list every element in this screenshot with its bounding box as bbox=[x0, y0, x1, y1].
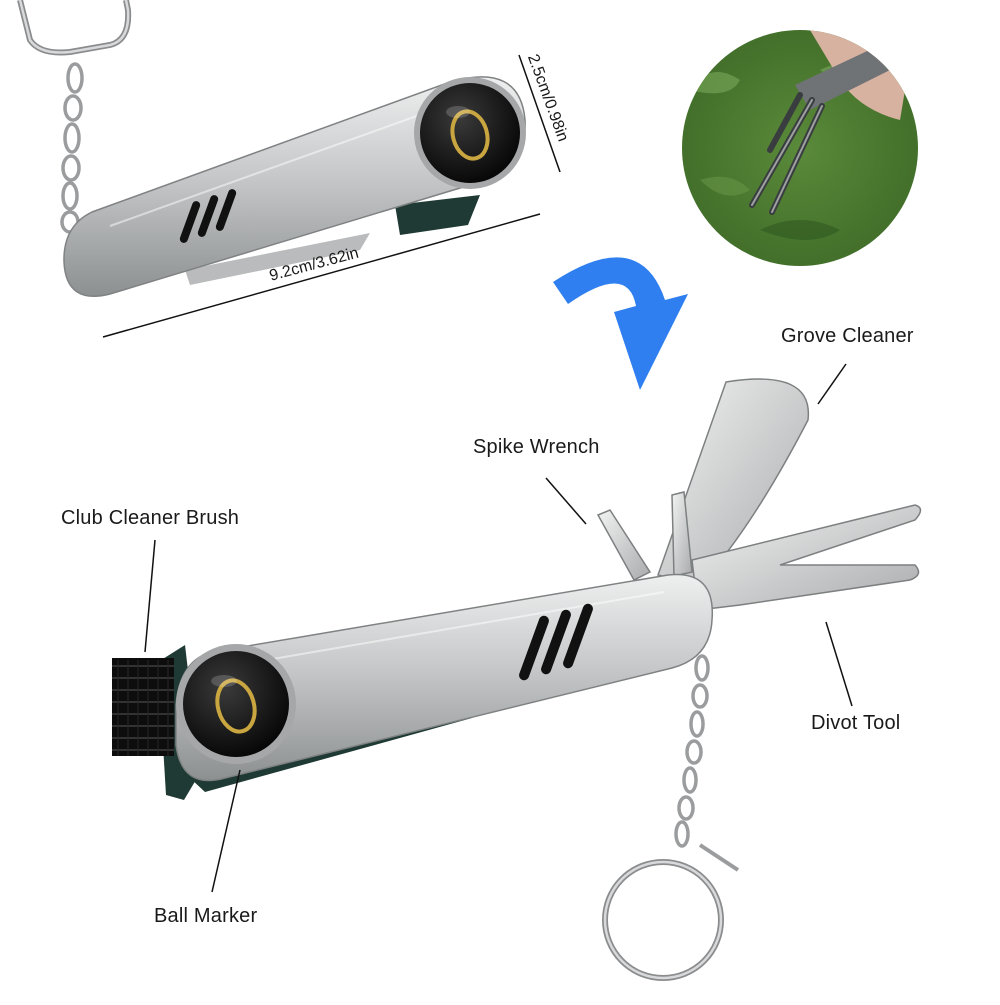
closed-tool bbox=[63, 76, 526, 297]
label-divot-tool: Divot Tool bbox=[811, 712, 901, 734]
label-spike-wrench: Spike Wrench bbox=[473, 436, 600, 458]
top-keychain bbox=[17, 0, 132, 234]
dimension-lines bbox=[102, 54, 561, 338]
club-cleaner-brush bbox=[112, 658, 174, 756]
open-tool-vents bbox=[519, 603, 593, 681]
label-grove-cleaner: Grove Cleaner bbox=[781, 325, 914, 347]
divot-tool-fork bbox=[691, 504, 922, 611]
usage-photo bbox=[682, 30, 918, 266]
closed-tool-vents bbox=[179, 189, 237, 243]
label-ball-marker: Ball Marker bbox=[154, 905, 258, 927]
spike-wrench-prongs bbox=[596, 491, 693, 581]
curved-arrow-icon bbox=[553, 257, 688, 390]
ball-marker-logo-icon bbox=[176, 644, 296, 764]
callout-lines bbox=[144, 363, 853, 893]
bottom-keychain bbox=[602, 654, 740, 981]
open-tool bbox=[112, 378, 922, 800]
label-club-cleaner-brush: Club Cleaner Brush bbox=[61, 507, 240, 529]
ball-marker-logo-icon bbox=[414, 77, 526, 189]
